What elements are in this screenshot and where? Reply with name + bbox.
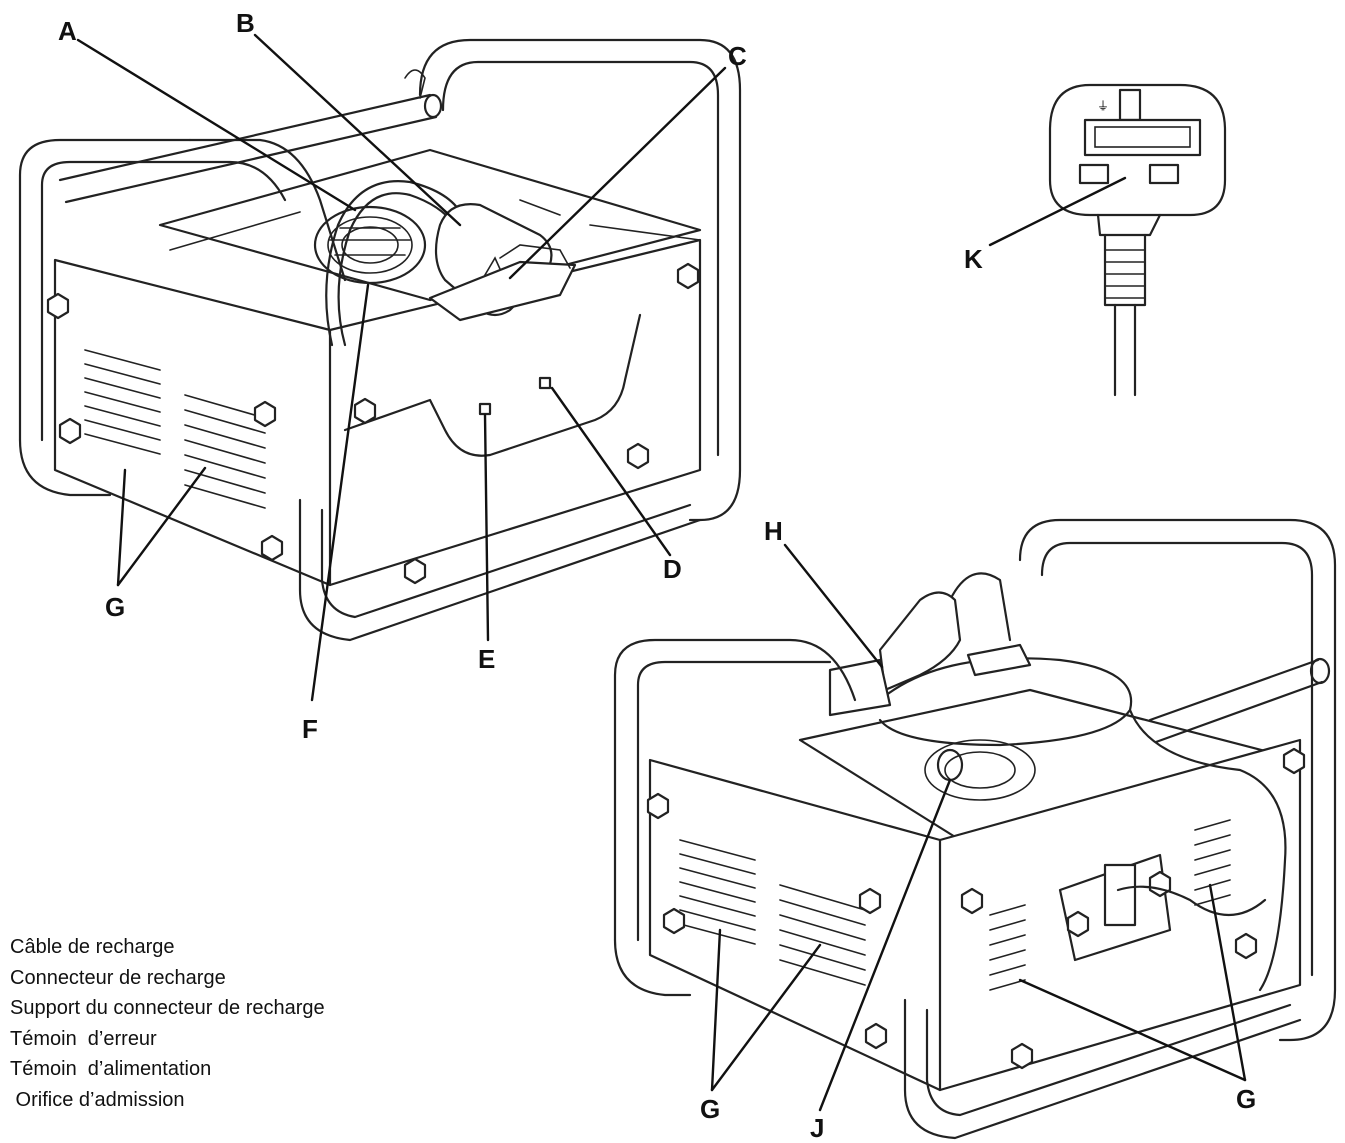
vent-slots-left	[84, 349, 266, 509]
callout-letters: A B C D E F G H G J G K	[58, 8, 1256, 1143]
legend-item: Témoin d’alimentation	[10, 1058, 212, 1080]
callout-j: J	[810, 1113, 824, 1143]
vent-slots-rear-left	[679, 839, 866, 986]
charger-unit-rear-view	[613, 518, 1337, 1140]
charging-cable	[337, 192, 457, 347]
intake-grille	[313, 205, 427, 285]
rear-connector-holder	[828, 658, 892, 717]
parts-legend: Câble de recharge Connecteur de recharge…	[10, 932, 325, 1115]
callout-k: K	[964, 244, 983, 274]
mains-plug: ⏚	[1048, 83, 1227, 397]
callout-b: B	[236, 8, 255, 38]
power-lamp	[538, 376, 552, 390]
callout-g-rear-left: G	[700, 1094, 720, 1124]
vent-slots-rear-right	[989, 819, 1231, 991]
callout-c: C	[728, 41, 747, 71]
lifting-ring	[936, 748, 964, 782]
legend-item: Témoin d’erreur	[10, 1027, 157, 1050]
leader-lines	[76, 33, 1247, 1112]
callout-e: E	[478, 644, 495, 674]
earth-symbol: ⏚	[1097, 99, 1109, 113]
callout-g-front: G	[105, 592, 125, 622]
callout-g-rear-right: G	[1236, 1084, 1256, 1114]
legend-item: Connecteur de recharge	[10, 966, 226, 989]
callout-a: A	[58, 16, 77, 46]
callout-h: H	[764, 516, 783, 546]
legend-item: Orifice d’admission	[10, 1088, 185, 1111]
callout-d: D	[663, 554, 682, 584]
callout-f: F	[302, 714, 318, 744]
bolts-rear	[646, 747, 1306, 1070]
bolts-front	[46, 262, 700, 585]
legend-item: Support du connecteur de recharge	[10, 997, 325, 1019]
stored-connector	[878, 591, 962, 692]
legend-item: Câble de recharge	[10, 936, 175, 958]
charger-unit-front-view	[18, 38, 742, 642]
